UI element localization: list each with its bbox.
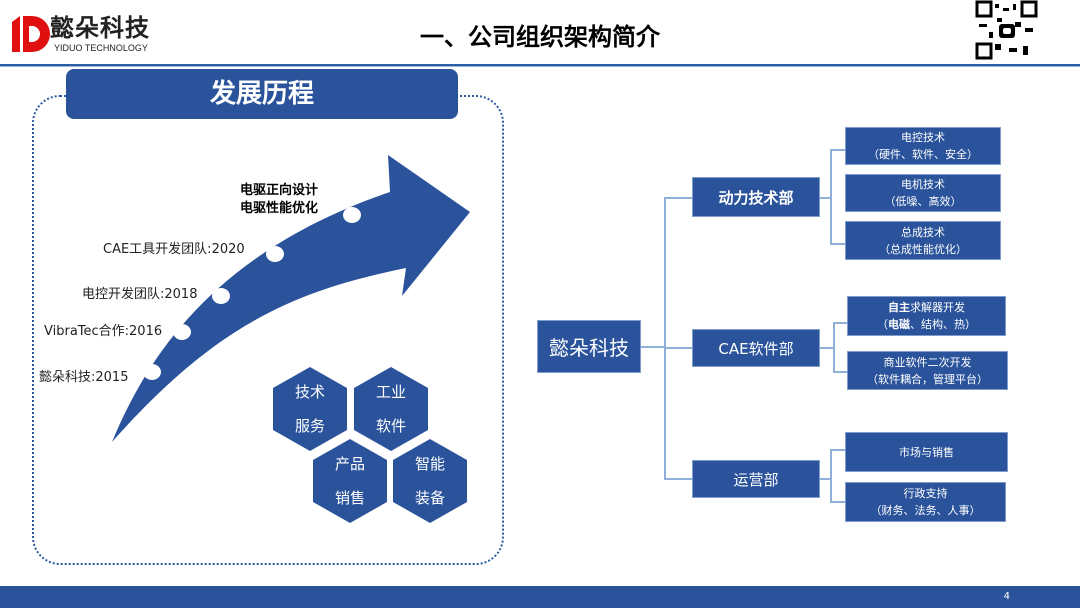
milestone-2020: CAE工具开发团队:2020 (103, 242, 245, 257)
qr-code-icon (975, 0, 1038, 60)
connector (830, 243, 845, 245)
org-root: 懿朵科技 (537, 320, 641, 373)
milestone-2018: 电控开发团队:2018 (82, 287, 198, 302)
future-goal: 电驱正向设计 (240, 183, 319, 198)
hex-tech-service: 技术服务 (294, 383, 325, 435)
connector (830, 449, 832, 502)
page-number: 4 (1003, 591, 1010, 602)
dept-cae-software: CAE软件部 (692, 329, 820, 367)
dept-power-tech: 动力技术部 (692, 177, 820, 217)
sub-motor-control: 电控技术（硬件、软件、安全） (845, 127, 1001, 165)
dept-operations: 运营部 (692, 460, 820, 498)
sub-commercial-software: 商业软件二次开发（软件耦合，管理平台） (847, 351, 1008, 390)
milestone-2015: 懿朵科技:2015 (39, 370, 129, 385)
connector (833, 322, 835, 372)
sub-marketing-sales: 市场与销售 (845, 432, 1008, 472)
growth-arrow (112, 155, 470, 523)
hex-smart-equipment: 智能装备 (414, 455, 445, 507)
future-goals: 电驱正向设计 电驱性能优化 (240, 182, 318, 218)
milestone-dots (143, 207, 361, 380)
hex-product-sales: 产品销售 (334, 455, 365, 507)
page-title: 一、公司组织架构简介 (420, 23, 660, 51)
sub-motor-tech: 电机技术（低噪、高效） (845, 174, 1001, 212)
connector (830, 149, 832, 244)
history-title: 发展历程 (66, 69, 458, 119)
hex-industrial-software: 工业软件 (375, 383, 406, 435)
connector (820, 478, 830, 480)
logo-text: 懿朵科技 (50, 14, 150, 42)
milestone-2016: VibraTec合作:2016 (44, 324, 163, 339)
connector (664, 478, 692, 480)
connector (830, 449, 845, 451)
future-goal: 电驱性能优化 (240, 201, 319, 216)
connector (830, 501, 845, 503)
sub-assembly-tech: 总成技术（总成性能优化） (845, 221, 1001, 260)
connector (833, 371, 847, 373)
connector (833, 322, 847, 324)
connector (820, 197, 830, 199)
connector (664, 197, 666, 479)
connector (830, 149, 845, 151)
sub-solver-dev: 自主求解器开发 （电磁、结构、热） (847, 296, 1006, 336)
connector (640, 346, 665, 348)
connector (820, 347, 833, 349)
footer-bar (0, 586, 1080, 608)
header-divider (0, 64, 1080, 67)
sub-admin-support: 行政支持（财务、法务、人事） (845, 482, 1006, 522)
connector (664, 347, 692, 349)
logo-subtitle: YIDUO TECHNOLOGY (54, 43, 148, 53)
connector (664, 197, 692, 199)
company-logo-icon (12, 16, 50, 52)
